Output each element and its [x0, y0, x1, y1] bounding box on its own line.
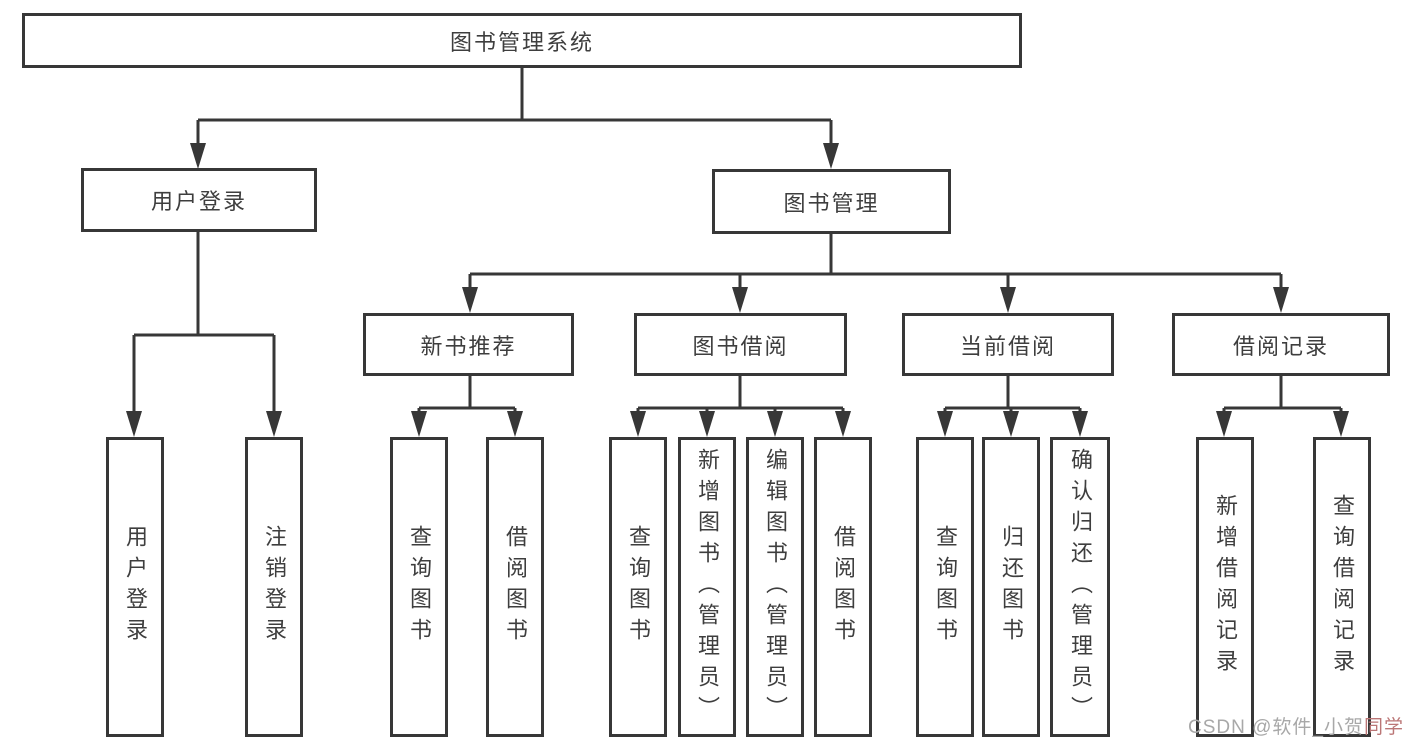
connector-root-to-level2 [190, 68, 839, 169]
leaf-label: 注销登录 [262, 525, 287, 649]
node-current-borrow: 当前借阅 [902, 313, 1114, 376]
node-book-management: 图书管理 [712, 169, 951, 234]
csdn-watermark: CSDN @软件_小贺同学 [1188, 712, 1404, 739]
node-leaf-query-books-1: 查询图书 [390, 437, 448, 737]
leaf-label: 用户登录 [123, 525, 148, 649]
node-leaf-query-books-3: 查询图书 [916, 437, 974, 737]
node-leaf-edit-books-admin: 编辑图书（管理员） [746, 437, 804, 737]
node-leaf-borrow-books-1: 借阅图书 [486, 437, 544, 737]
leaf-label: 借阅图书 [503, 525, 528, 649]
node-leaf-add-books-admin: 新增图书（管理员） [678, 437, 736, 737]
node-leaf-logout: 注销登录 [245, 437, 303, 737]
leaf-label: 归还图书 [999, 525, 1024, 649]
node-new-book-recommend: 新书推荐 [363, 313, 574, 376]
node-leaf-confirm-return-admin: 确认归还（管理员） [1050, 437, 1110, 737]
connector-user-login-branch [126, 231, 282, 437]
watermark-text: CSDN @软件_小贺 [1188, 717, 1364, 738]
node-leaf-query-borrow-record: 查询借阅记录 [1313, 437, 1371, 737]
node-borrow-record: 借阅记录 [1172, 313, 1390, 376]
node-book-borrow: 图书借阅 [634, 313, 847, 376]
leaf-label: 编辑图书（管理员） [763, 447, 788, 727]
node-leaf-add-borrow-record: 新增借阅记录 [1196, 437, 1254, 737]
leaf-label: 查询图书 [626, 525, 651, 649]
node-leaf-borrow-books-2: 借阅图书 [814, 437, 872, 737]
leaf-label: 查询图书 [933, 525, 958, 649]
connector-current-borrow-branch [937, 376, 1088, 437]
connector-book-management-branch [462, 234, 1289, 313]
node-root-library-system: 图书管理系统 [22, 13, 1022, 68]
node-leaf-return-books: 归还图书 [982, 437, 1040, 737]
leaf-label: 借阅图书 [831, 525, 856, 649]
connector-borrow-record-branch [1216, 376, 1349, 437]
node-leaf-user-login: 用户登录 [106, 437, 164, 737]
node-leaf-query-books-2: 查询图书 [609, 437, 667, 737]
connector-book-borrow-branch [630, 376, 851, 437]
leaf-label: 查询借阅记录 [1330, 494, 1355, 680]
leaf-label: 新增图书（管理员） [695, 447, 720, 727]
leaf-label: 查询图书 [407, 525, 432, 649]
connector-new-book-branch [411, 376, 523, 437]
leaf-label: 确认归还（管理员） [1068, 447, 1093, 727]
watermark-text-accent: 同学 [1363, 717, 1404, 738]
node-user-login: 用户登录 [81, 168, 317, 232]
leaf-label: 新增借阅记录 [1213, 494, 1238, 680]
